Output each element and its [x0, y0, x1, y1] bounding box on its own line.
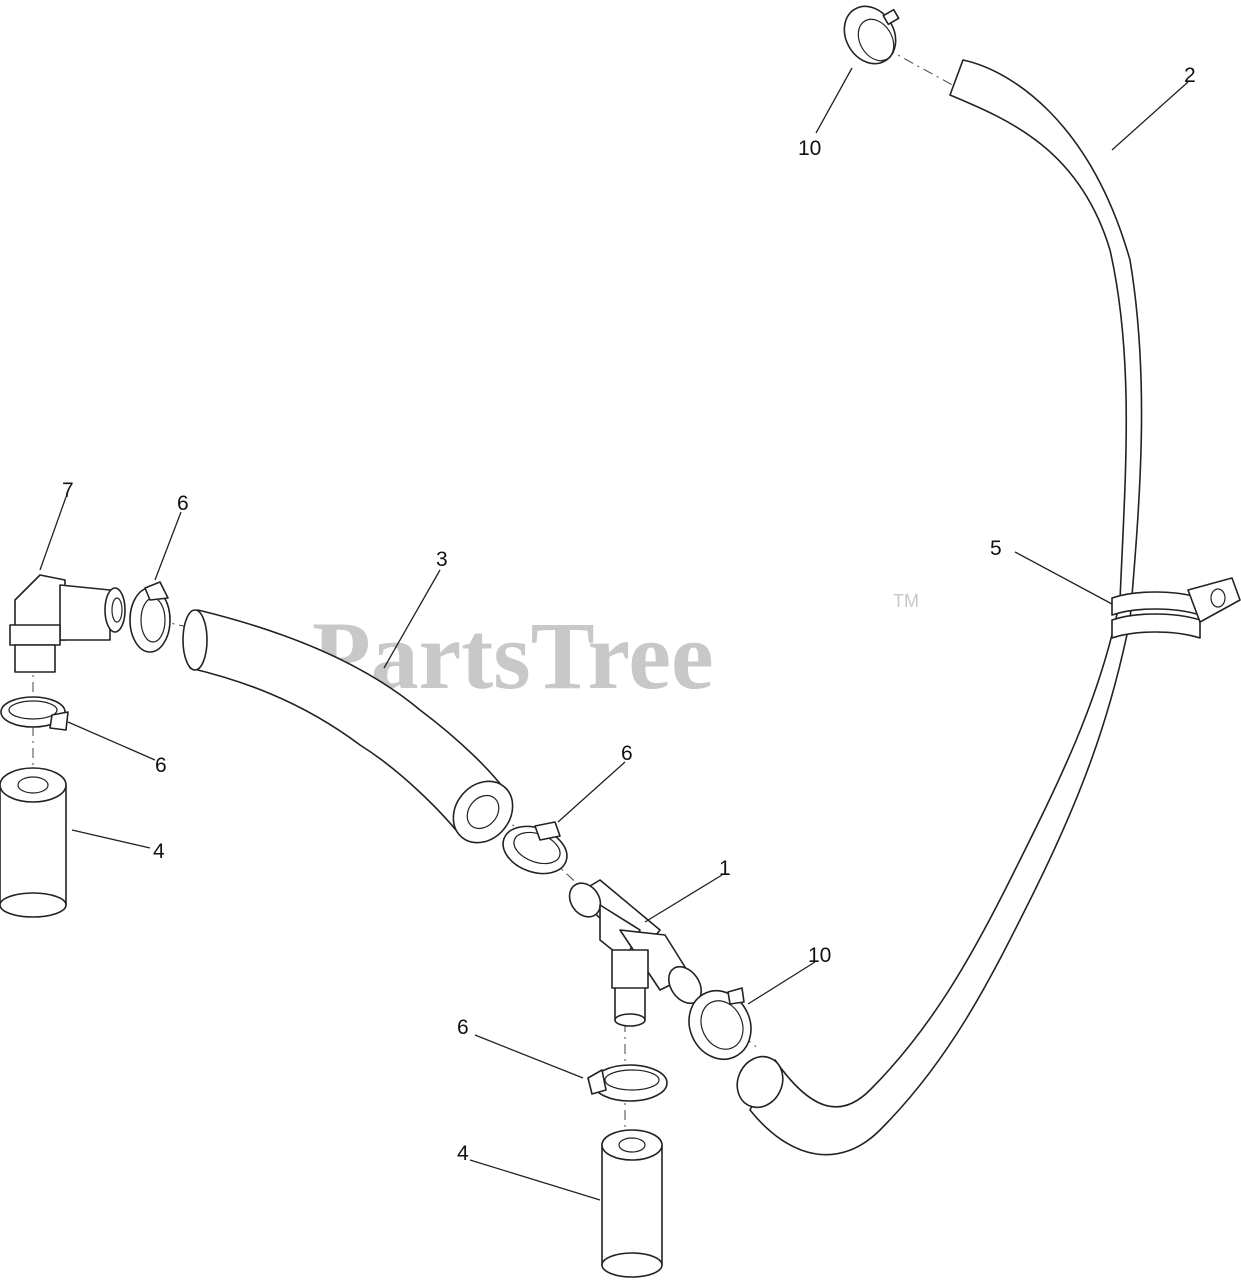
callout-10-top: 10 [798, 137, 821, 160]
hose-medium [182, 609, 514, 844]
clamp-elbow-bottom [0, 696, 69, 731]
callout-6-elbow-bottom: 6 [155, 754, 167, 777]
callout-2: 2 [1184, 64, 1196, 87]
callout-10-bottom: 10 [808, 944, 831, 967]
short-hose-bottom [601, 1129, 663, 1278]
clamp-elbow-side [129, 581, 171, 653]
callout-4-bottom: 4 [457, 1142, 469, 1165]
callout-3: 3 [436, 548, 448, 571]
callout-6-tee-bottom: 6 [457, 1016, 469, 1039]
hose-long [736, 59, 1143, 1156]
callout-6-elbow-side: 6 [177, 492, 189, 515]
callout-7: 7 [62, 479, 74, 502]
clamp-middle [502, 821, 568, 875]
short-hose-left [0, 767, 67, 918]
callout-5: 5 [990, 537, 1002, 560]
tee-fitting [568, 879, 703, 1027]
clamp-tee-bottom [587, 1064, 668, 1102]
callout-4-left: 4 [153, 840, 165, 863]
clamp-tee-right [688, 987, 752, 1060]
hose-bracket [1111, 577, 1241, 639]
assembly-centerlines [32, 47, 959, 1150]
callout-numbers: 2 10 5 3 7 6 6 4 6 1 10 6 4 [62, 64, 1196, 1165]
callout-6-middle: 6 [621, 742, 633, 765]
clamp-top [843, 5, 900, 65]
callout-1: 1 [719, 857, 731, 880]
elbow-fitting [9, 574, 126, 673]
watermark-trademark: TM [893, 591, 919, 611]
leader-lines [39, 67, 1189, 1201]
